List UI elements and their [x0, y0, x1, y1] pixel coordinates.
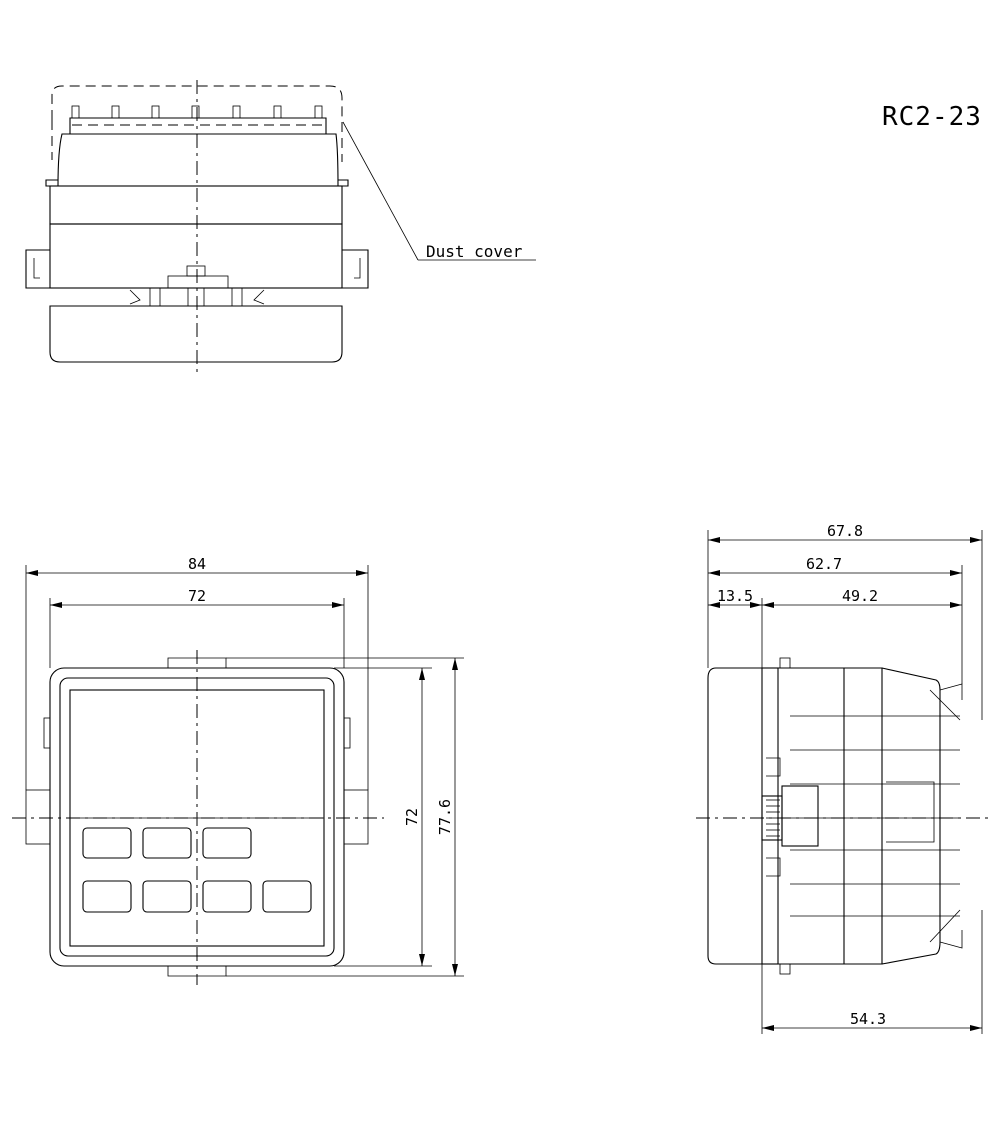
- dim-side-total: 67.8: [827, 522, 863, 540]
- front-keys: [82, 827, 312, 913]
- dim-front-width-inner: 72: [188, 587, 206, 605]
- dim-front-width-outer: 84: [188, 555, 206, 573]
- dim-front-height-outer: 77.6: [436, 799, 454, 835]
- side-view: 67.8 62.7 13.5 49.2 54.3: [696, 522, 990, 1034]
- dim-side-depth-bottom: 54.3: [850, 1010, 886, 1028]
- dim-side-to-cover: 62.7: [806, 555, 842, 573]
- front-view: 84 72 72 77.6: [12, 555, 464, 985]
- top-view: Dust cover: [25, 80, 536, 372]
- dim-side-body: 49.2: [842, 587, 878, 605]
- dim-side-front: 13.5: [717, 587, 753, 605]
- drawing-code: RC2-23: [882, 102, 982, 132]
- dust-cover-label: Dust cover: [426, 242, 523, 261]
- dim-front-height-inner: 72: [403, 808, 421, 826]
